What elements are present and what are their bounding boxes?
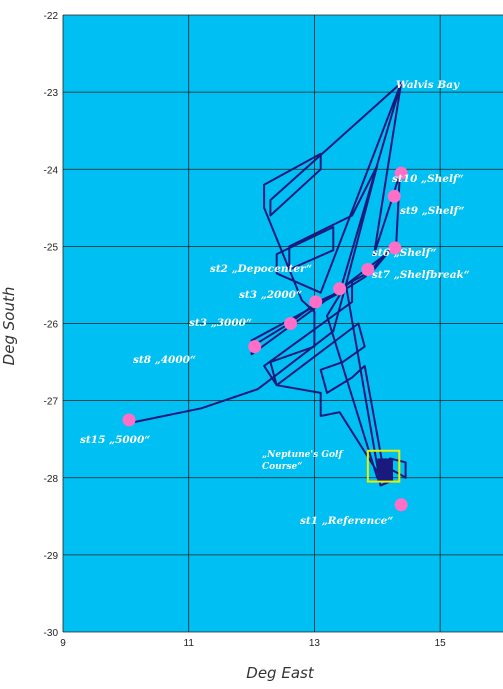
x-tick-label: 13 xyxy=(309,638,321,649)
station-point xyxy=(361,263,375,277)
y-tick-label: -25 xyxy=(44,242,59,253)
station-point xyxy=(248,340,262,354)
station-label: st1 „Reference“ xyxy=(300,515,393,527)
station-point xyxy=(122,413,136,427)
study-area-box xyxy=(366,449,401,483)
annotation-label: Walvis Bay xyxy=(396,79,460,91)
y-tick-label: -28 xyxy=(44,474,59,485)
y-axis-ticks: -30 -29 -28 -27 -26 -25 -24 -23 -22 xyxy=(44,11,59,639)
y-tick-label: -26 xyxy=(44,320,59,331)
station-point xyxy=(387,189,401,203)
station-labels: st1 „Reference“ st2 „Depocenter“ st3 „2000… xyxy=(80,173,470,527)
y-tick-label: -22 xyxy=(44,11,59,22)
stations xyxy=(122,166,408,512)
station-label: st7 „Shelfbreak“ xyxy=(372,269,470,281)
station-point xyxy=(333,282,347,296)
station-label: st10 „Shelf“ xyxy=(392,173,464,185)
station-point xyxy=(284,317,298,330)
y-tick-label: -23 xyxy=(44,88,59,99)
station-point xyxy=(309,295,323,309)
station-label: st2 „Depocenter“ xyxy=(210,263,312,275)
x-tick-label: 9 xyxy=(60,638,66,649)
study-area-box-layer xyxy=(366,449,401,483)
station-label: st15 „5000“ xyxy=(80,434,150,446)
x-tick-label: 15 xyxy=(435,638,447,649)
x-axis-ticks: 9 11 13 15 xyxy=(60,638,446,649)
station-point xyxy=(388,241,402,255)
station-label: st3 „3000“ xyxy=(189,317,252,329)
station-label: st3 „2000“ xyxy=(239,289,302,301)
y-tick-label: -27 xyxy=(44,397,59,408)
track-line xyxy=(250,81,407,487)
station-point xyxy=(394,166,408,180)
y-tick-label: -29 xyxy=(44,551,59,562)
station-label: st8 „4000“ xyxy=(133,354,196,366)
y-tick-label: -30 xyxy=(44,628,59,639)
annotation-label: Course“ xyxy=(262,462,302,472)
y-axis-label: Deg South xyxy=(0,287,18,366)
annotation-label: „Neptune's Golf xyxy=(262,450,344,460)
dense-survey-area xyxy=(377,458,393,482)
x-axis-label: Deg East xyxy=(246,664,315,682)
x-tick-label: 11 xyxy=(184,638,195,649)
station-label: st6 „Shelf“ xyxy=(372,247,437,259)
station-point xyxy=(394,498,408,512)
station-label: st9 „Shelf“ xyxy=(400,205,465,217)
y-tick-label: -24 xyxy=(44,165,59,176)
